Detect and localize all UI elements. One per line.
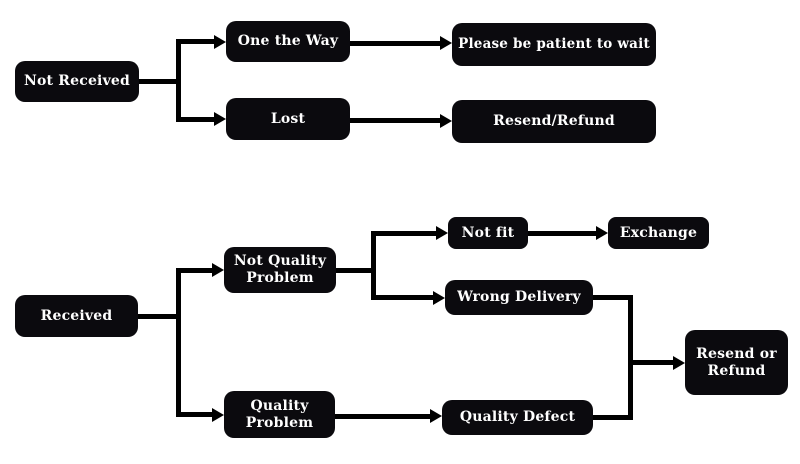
connector-one-the-way-to-wait [350, 41, 440, 46]
connector-not-received-stub [139, 79, 178, 84]
node-not-fit: Not fit [448, 217, 528, 249]
node-resend-or-refund: Resend or Refund [685, 330, 788, 395]
node-please-be-patient: Please be patient to wait [452, 23, 656, 66]
node-resend-refund: Resend/Refund [452, 100, 656, 143]
connector-quality-defect-stub [593, 415, 631, 420]
connector-received-stub [138, 314, 178, 319]
arrowhead-not-quality-problem [212, 263, 224, 277]
node-received: Received [15, 295, 138, 337]
connector-qp-to-quality-defect [335, 414, 430, 419]
connector-to-lost [176, 117, 214, 122]
arrowhead-not-fit [436, 226, 448, 240]
arrowhead-wait [440, 36, 452, 50]
node-not-quality-problem: Not Quality Problem [224, 247, 336, 293]
arrowhead-quality-problem [212, 408, 224, 422]
connector-to-not-quality-problem [176, 268, 212, 273]
arrowhead-exchange [596, 226, 608, 240]
arrowhead-wrong-delivery [433, 291, 445, 305]
connector-nqp-stub [336, 268, 373, 273]
node-quality-problem: Quality Problem [224, 391, 335, 438]
connector-lost-to-resend [350, 118, 440, 123]
arrowhead-resend-or-refund [673, 356, 685, 370]
connector-received-split [176, 268, 181, 417]
node-not-received: Not Received [15, 61, 139, 102]
arrowhead-lost [214, 112, 226, 126]
connector-wrong-delivery-stub [593, 295, 631, 300]
node-exchange: Exchange [608, 217, 709, 249]
connector-to-resend-or-refund [631, 360, 673, 365]
connector-to-wrong-delivery [371, 295, 433, 300]
connector-to-quality-problem [176, 412, 212, 417]
connector-nqp-split [371, 231, 376, 300]
node-quality-defect: Quality Defect [442, 400, 593, 435]
node-lost: Lost [226, 98, 350, 140]
connector-not-received-split [176, 39, 181, 122]
connector-to-not-fit [371, 231, 436, 236]
arrowhead-resend-refund [440, 114, 452, 128]
connector-to-one-the-way [176, 39, 214, 44]
node-one-the-way: One the Way [226, 21, 350, 62]
arrowhead-quality-defect [430, 409, 442, 423]
node-wrong-delivery: Wrong Delivery [445, 280, 593, 315]
arrowhead-one-the-way [214, 35, 226, 49]
connector-merge [628, 295, 633, 420]
connector-not-fit-to-exchange [528, 231, 596, 236]
